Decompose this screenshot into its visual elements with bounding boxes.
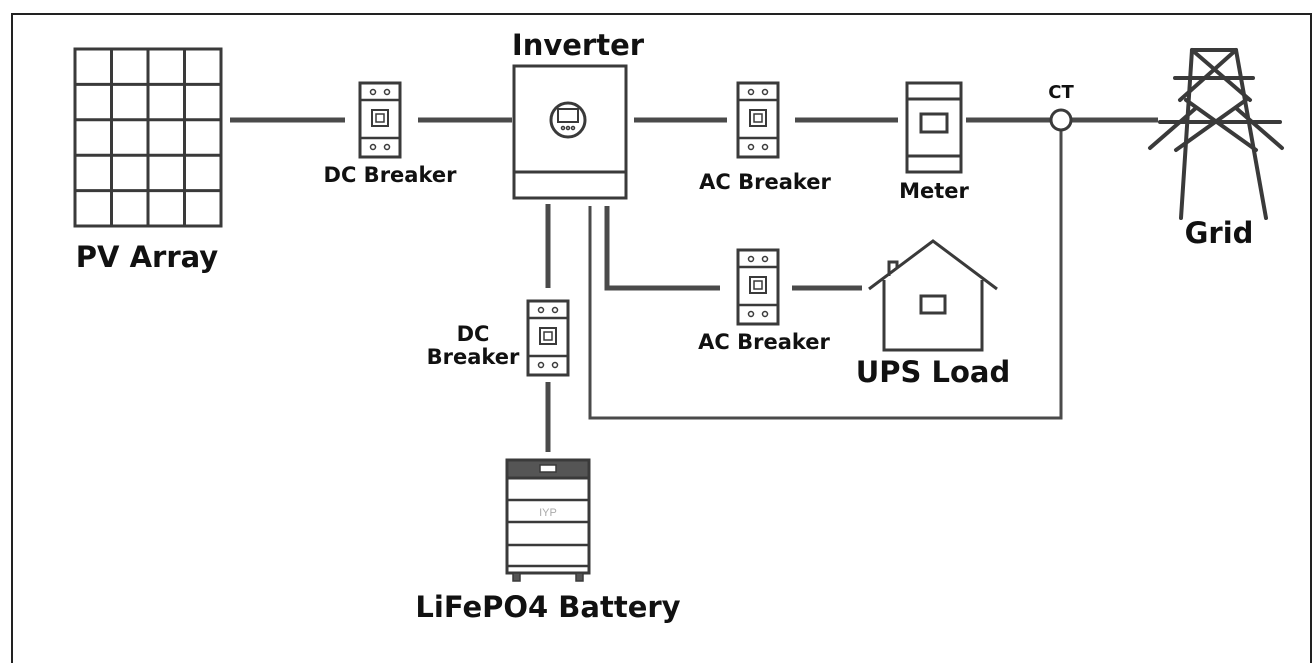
inverter-icon xyxy=(512,64,628,200)
breaker-icon xyxy=(736,81,780,159)
meter-icon xyxy=(905,81,963,174)
breaker-icon xyxy=(736,248,780,326)
battery-brand-text: IYP xyxy=(539,507,557,519)
inverter-label: Inverter xyxy=(511,28,645,62)
dc-breaker-battery-label-line1: DC xyxy=(456,322,490,346)
ct-icon xyxy=(1049,108,1073,132)
wire-inverter-to-load-breaker xyxy=(604,206,720,291)
battery-icon: IYP xyxy=(505,458,591,582)
meter-label: Meter xyxy=(899,179,969,203)
breaker-icon xyxy=(526,299,570,377)
dc-breaker-battery-label-line2: Breaker xyxy=(426,345,520,369)
grid-label: Grid xyxy=(1184,216,1254,250)
pv-array-label: PV Array xyxy=(75,240,219,274)
ups-load-label: UPS Load xyxy=(855,355,1011,389)
wires xyxy=(230,117,1158,452)
ac-breaker-grid-label: AC Breaker xyxy=(699,170,831,194)
grid-tower-icon xyxy=(1148,48,1284,220)
ct-signal-wire xyxy=(588,130,1063,420)
house-icon xyxy=(868,239,998,352)
ct-label: CT xyxy=(1048,82,1074,103)
solar-panel-icon xyxy=(73,47,223,228)
dc-breaker-pv-label: DC Breaker xyxy=(323,163,457,187)
ac-breaker-load-label: AC Breaker xyxy=(698,330,830,354)
diagram-frame xyxy=(11,13,1312,663)
breaker-icon xyxy=(358,81,402,159)
battery-label: LiFePO4 Battery xyxy=(415,590,681,624)
